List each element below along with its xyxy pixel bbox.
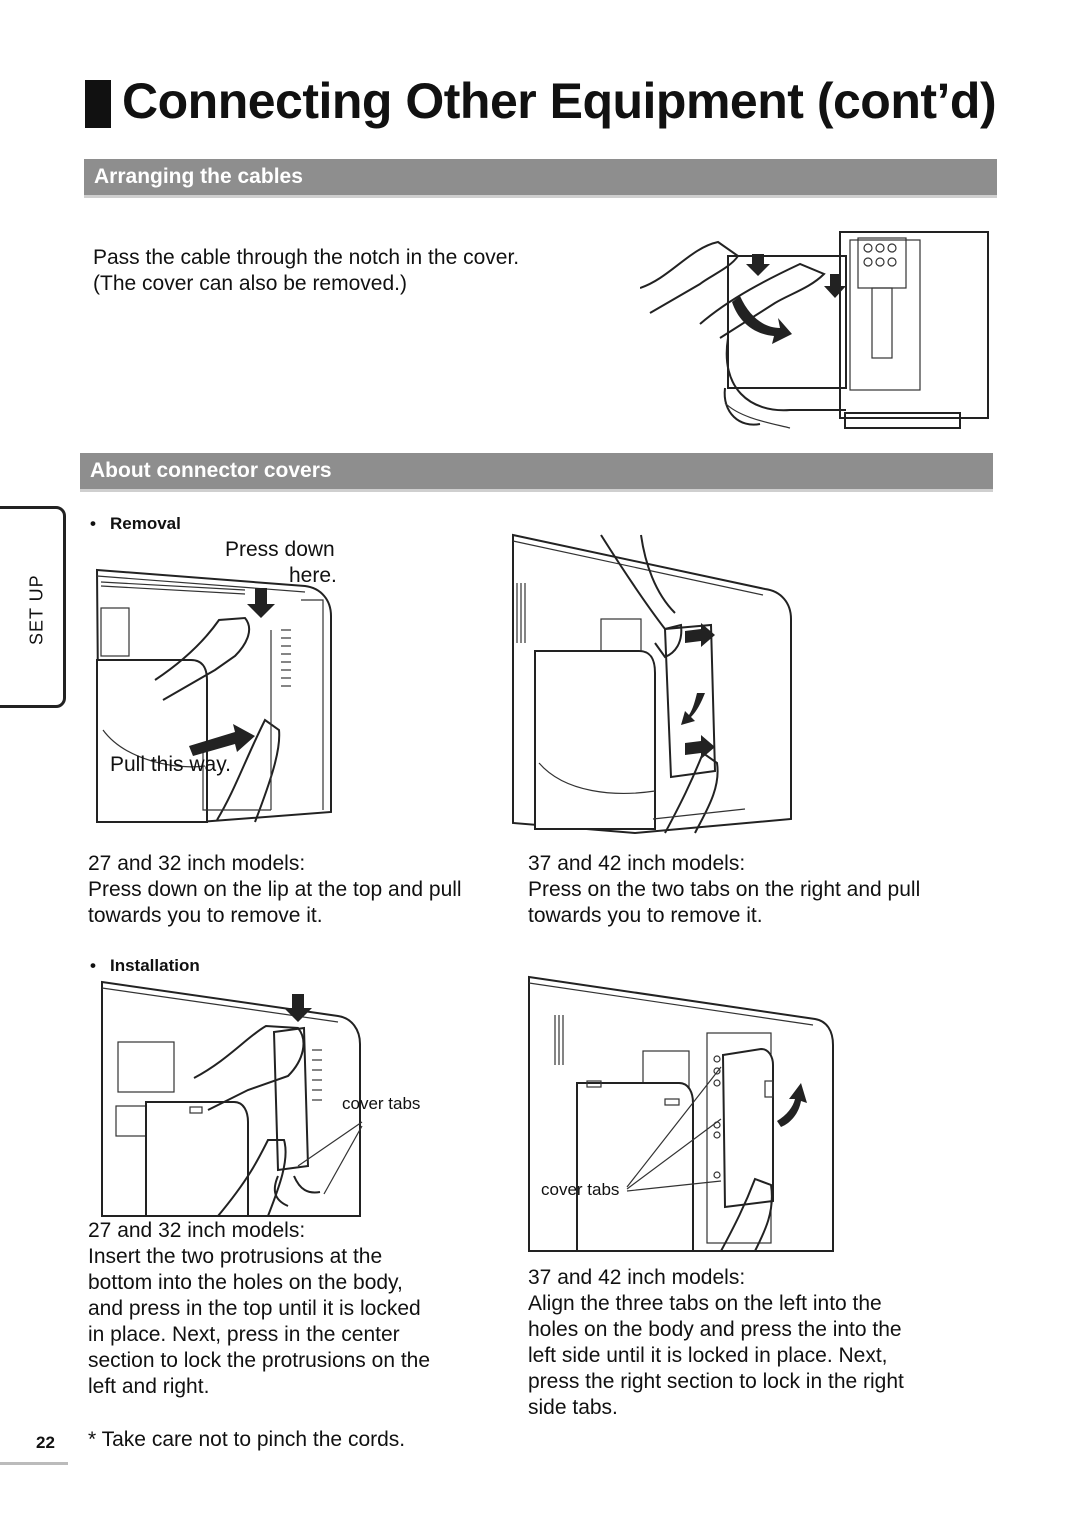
arranging-text-2: (The cover can also be removed.) — [93, 272, 407, 295]
installation-left-models: 27 and 32 inch models: — [88, 1219, 306, 1242]
installation-left-line: section to lock the protrusions on the — [88, 1349, 431, 1372]
removal-right-text-1: Press on the two tabs on the right and p… — [528, 878, 921, 901]
section-heading-arranging: Arranging the cables — [84, 159, 997, 198]
installation-left-line: Insert the two protrusions at the — [88, 1245, 383, 1268]
installation-right-models: 37 and 42 inch models: — [528, 1266, 746, 1289]
callout-press-down-2: here. — [289, 564, 337, 587]
callout-press-down-1: Press down — [225, 538, 335, 561]
removal-37-42-illustration — [512, 533, 792, 835]
installation-right-text: Align the three tabs on the left into th… — [528, 1291, 904, 1421]
title-marker — [85, 80, 111, 128]
installation-right-cover-tabs: cover tabs — [541, 1180, 620, 1199]
arranging-cables-illustration — [640, 231, 989, 429]
removal-right-models: 37 and 42 inch models: — [528, 852, 746, 875]
page-title: Connecting Other Equipment (cont’d) — [122, 73, 997, 129]
installation-right-line: press the right section to lock in the r… — [528, 1370, 904, 1393]
installation-right-line: left side until it is locked in place. N… — [528, 1344, 888, 1367]
section-heading-connector-covers: About connector covers — [80, 453, 993, 492]
installation-right-line: Align the three tabs on the left into th… — [528, 1292, 882, 1315]
installation-left-line: left and right. — [88, 1375, 210, 1398]
page-number: 22 — [36, 1433, 55, 1452]
installation-right-line: holes on the body and press the into the — [528, 1318, 902, 1341]
side-tab-label: SET UP — [26, 574, 47, 646]
installation-left-line: in place. Next, press in the center — [88, 1323, 400, 1346]
removal-bullet: Removal — [86, 514, 181, 534]
callout-pull-this-way: Pull this way. — [110, 753, 231, 776]
footnote: * Take care not to pinch the cords. — [88, 1428, 406, 1451]
installation-37-42-illustration — [528, 975, 834, 1252]
removal-right-text-2: towards you to remove it. — [528, 904, 763, 927]
arranging-text-1: Pass the cable through the notch in the … — [93, 246, 520, 269]
installation-left-cover-tabs: cover tabs — [342, 1094, 421, 1113]
removal-left-text-2: towards you to remove it. — [88, 904, 323, 927]
installation-left-text: Insert the two protrusions at the bottom… — [88, 1244, 430, 1400]
side-tab — [0, 506, 66, 708]
connector-panel — [857, 237, 907, 359]
page-number-rule — [0, 1462, 68, 1465]
installation-left-line: and press in the top until it is locked — [88, 1297, 421, 1320]
removal-left-models: 27 and 32 inch models: — [88, 852, 306, 875]
removal-27-32-illustration — [95, 568, 332, 824]
installation-27-32-illustration — [101, 980, 363, 1217]
installation-right-line: side tabs. — [528, 1396, 618, 1419]
installation-left-line: bottom into the holes on the body, — [88, 1271, 403, 1294]
removal-left-text-1: Press down on the lip at the top and pul… — [88, 878, 462, 901]
installation-bullet: Installation — [86, 956, 200, 976]
